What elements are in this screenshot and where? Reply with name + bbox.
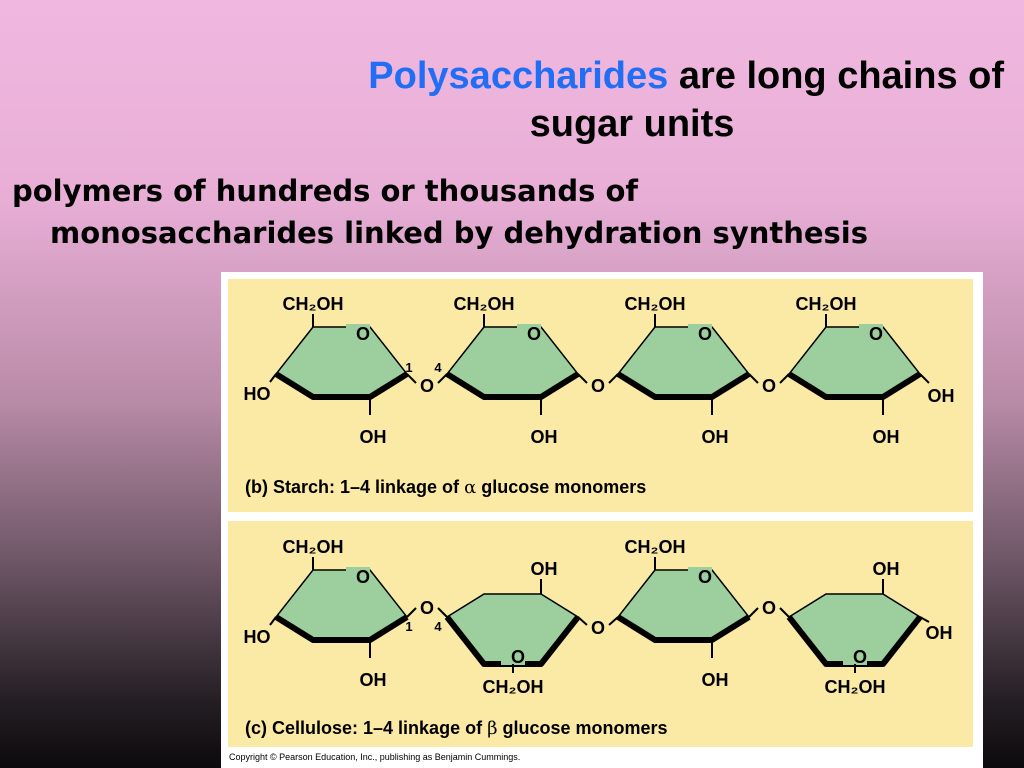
ch2oh-label: CH₂OH <box>625 294 686 314</box>
oh-label: OH <box>702 670 729 690</box>
ho-label: HO <box>244 384 271 404</box>
ring-front-edge-3 <box>616 614 751 643</box>
glycosidic-bond <box>406 607 417 618</box>
oh-label: OH <box>702 427 729 447</box>
oh-label: OH <box>928 386 955 406</box>
carbon-1-label: 1 <box>405 360 412 375</box>
ring-front-edge-1 <box>274 614 409 643</box>
ho-label: HO <box>244 627 271 647</box>
bridge-oxygen: O <box>420 376 434 396</box>
ch2oh-label: CH₂OH <box>483 677 544 697</box>
ch2oh-label: CH₂OH <box>454 294 515 314</box>
ring-oxygen: O <box>527 324 541 344</box>
copyright-notice: Copyright © Pearson Education, Inc., pub… <box>229 752 521 762</box>
ring-oxygen: O <box>356 324 370 344</box>
oh-label: OH <box>873 559 900 579</box>
glycosidic-bond <box>437 373 448 384</box>
ring-oxygen: O <box>869 324 883 344</box>
glycosidic-bond <box>608 616 619 626</box>
glycosidic-bond <box>779 607 790 618</box>
ch2oh-label: CH₂OH <box>625 537 686 557</box>
ch2oh-label: CH₂OH <box>796 294 857 314</box>
bridge-oxygen: O <box>591 376 605 396</box>
ch2oh-label: CH₂OH <box>825 677 886 697</box>
title-rest: are long chains of <box>678 55 1004 97</box>
ring-oxygen: O <box>698 324 712 344</box>
ho-bond <box>269 373 277 383</box>
oh-label: OH <box>360 670 387 690</box>
oh-bond <box>919 373 930 384</box>
slide-subtitle: polymers of hundreds or thousands of mon… <box>12 170 1012 254</box>
carbon-4-label: 4 <box>434 360 442 375</box>
oh-bond <box>919 616 930 623</box>
ring-front-edge-1 <box>274 371 409 400</box>
starch-caption: (b) Starch: 1–4 linkage of α glucose mon… <box>245 477 646 498</box>
oh-label: OH <box>926 623 953 643</box>
glycosidic-bond <box>577 616 588 626</box>
ho-bond <box>269 616 277 626</box>
bridge-oxygen: O <box>762 598 776 618</box>
ring-oxygen: O <box>356 567 370 587</box>
title-highlight: Polysaccharides <box>368 55 669 97</box>
glycosidic-bond <box>748 607 759 618</box>
oh-label: OH <box>531 559 558 579</box>
subtitle-line1: polymers of hundreds or thousands of <box>12 174 639 208</box>
cellulose-structure: O CH₂OH OH O O CH₂OH OH O O CH₂OH OH O O CH₂OH OH HO OH 1… <box>244 537 953 697</box>
bridge-oxygen: O <box>762 376 776 396</box>
ch2oh-label: CH₂OH <box>283 294 344 314</box>
oh-label: OH <box>873 427 900 447</box>
glycosidic-bond <box>406 373 417 384</box>
ring-oxygen: O <box>853 647 867 667</box>
oh-label: OH <box>360 427 387 447</box>
oh-label: OH <box>531 427 558 447</box>
bridge-oxygen: O <box>591 618 605 638</box>
title-line2: sugar units <box>529 103 735 145</box>
starch-structure: O CH₂OH OH O O CH₂OH OH O O CH₂OH OH O O CH₂OH OH HO OH 1… <box>244 294 955 447</box>
glycosidic-bond <box>437 607 448 618</box>
ring-front-edge-2 <box>445 371 580 400</box>
ring-front-edge-4 <box>787 371 922 400</box>
bridge-oxygen: O <box>420 598 434 618</box>
glycosidic-bond <box>748 373 759 384</box>
ring-oxygen: O <box>511 647 525 667</box>
subtitle-line2: monosaccharides linked by dehydration sy… <box>50 216 869 250</box>
ch2oh-label: CH₂OH <box>283 537 344 557</box>
ring-front-edge-3 <box>616 371 751 400</box>
slide-title: Polysaccharides are long chains of sugar… <box>230 52 1004 148</box>
glycosidic-bond <box>608 373 619 384</box>
carbon-1-label: 1 <box>405 619 412 634</box>
glycosidic-bond <box>779 373 790 384</box>
glycosidic-bond <box>577 373 588 384</box>
cellulose-caption: (c) Cellulose: 1–4 linkage of β glucose … <box>245 718 668 739</box>
ring-oxygen: O <box>698 567 712 587</box>
carbon-4-label: 4 <box>434 619 442 634</box>
